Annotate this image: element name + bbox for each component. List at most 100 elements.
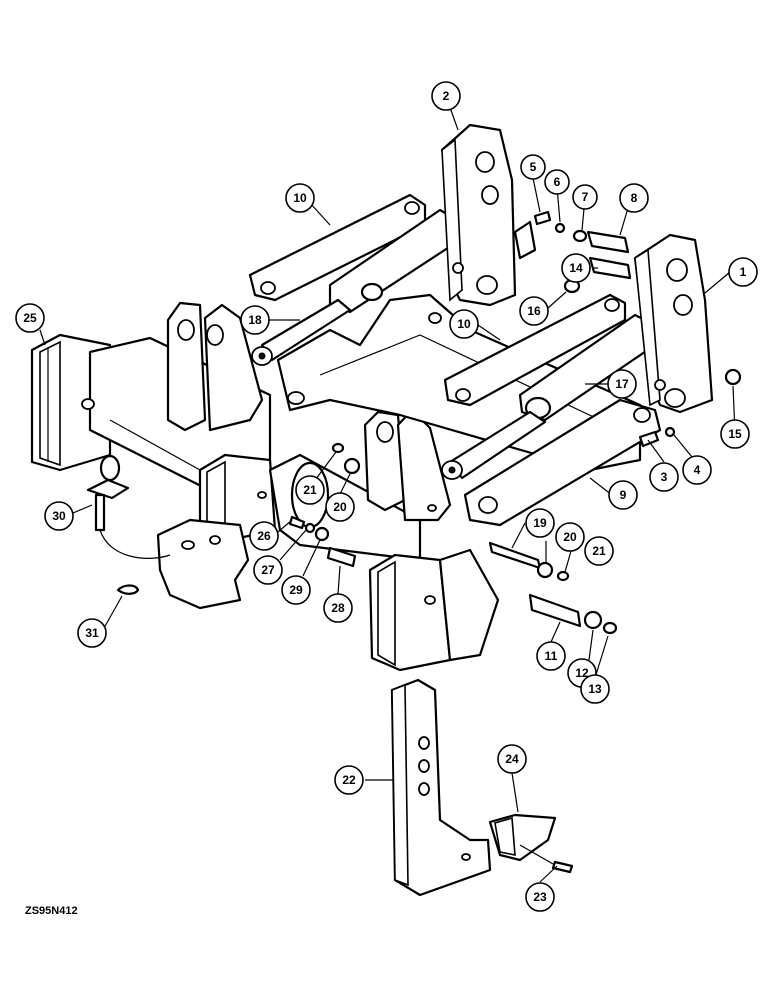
callout-circle — [285, 183, 315, 213]
callout: 6 — [544, 169, 570, 195]
callout-circle — [431, 81, 461, 111]
callout-label: 5 — [530, 160, 537, 174]
hitch-assembly — [86, 454, 250, 610]
callout: 10 — [285, 183, 315, 213]
callout: 23 — [525, 882, 555, 912]
callout-label: 8 — [631, 191, 638, 205]
callout-label: 24 — [505, 752, 519, 766]
callout: 9 — [608, 480, 638, 510]
callout-label: 17 — [615, 377, 629, 391]
callout: 11 — [536, 641, 566, 671]
callout-label: 11 — [545, 649, 558, 663]
callout-circle — [607, 369, 637, 399]
callout-label: 29 — [289, 583, 303, 597]
callout-circle — [525, 508, 555, 538]
callout: 26 — [249, 521, 279, 551]
callout-circle — [682, 455, 712, 485]
callout-circle — [497, 744, 527, 774]
hardware-items — [288, 210, 742, 635]
callout-label: 6 — [554, 175, 561, 189]
callout: 20 — [325, 492, 355, 522]
callout-circle — [608, 480, 638, 510]
callout-label: 2 — [443, 89, 450, 103]
callout-circle — [334, 765, 364, 795]
callout: 18 — [240, 305, 270, 335]
callout: 31 — [77, 618, 107, 648]
callout-label: 1 — [740, 265, 747, 279]
callout-label: 12 — [575, 666, 589, 680]
callout-label: 16 — [527, 304, 541, 318]
callout: 15 — [720, 419, 750, 449]
callout: 3 — [649, 462, 679, 492]
callout-circle — [519, 296, 549, 326]
callout: 8 — [619, 183, 649, 213]
callout: 24 — [497, 744, 527, 774]
callout-label: 23 — [533, 890, 547, 904]
callout: 20 — [555, 522, 585, 552]
callout-circle — [249, 521, 279, 551]
callout-label: 14 — [569, 261, 583, 275]
callout-circle — [619, 183, 649, 213]
callout-label: 7 — [582, 190, 589, 204]
callout-circle — [449, 309, 479, 339]
mount-bracket-2 — [440, 123, 537, 307]
callout: 28 — [323, 593, 353, 623]
callout-label: 13 — [588, 682, 602, 696]
callout-label: 22 — [342, 773, 356, 787]
callout: 1 — [728, 257, 758, 287]
callout-label: 18 — [248, 313, 262, 327]
callout-circle — [281, 575, 311, 605]
callout: 19 — [525, 508, 555, 538]
hydraulic-cylinder-left — [251, 208, 462, 366]
callout-label: 19 — [533, 516, 547, 530]
callout-label: 9 — [620, 488, 627, 502]
callout-label: 25 — [23, 311, 37, 325]
callout-circle — [580, 674, 610, 704]
callout-label: 10 — [293, 191, 307, 205]
callout: 16 — [519, 296, 549, 326]
callout: 22 — [334, 765, 364, 795]
callout-circle — [44, 501, 74, 531]
callout-circle — [520, 154, 546, 180]
callout-circle — [295, 475, 325, 505]
callout-circle — [323, 593, 353, 623]
callout-circle — [584, 536, 614, 566]
callout-circle — [15, 303, 45, 333]
callout-label: 4 — [694, 463, 701, 477]
callout-label: 21 — [592, 544, 606, 558]
callout-label: 15 — [728, 427, 742, 441]
callout-label: 20 — [563, 530, 577, 544]
callout-circle — [240, 305, 270, 335]
callout: 14 — [561, 253, 591, 283]
figure-code: ZS95N412 — [25, 905, 78, 917]
callout-circle — [77, 618, 107, 648]
callout: 30 — [44, 501, 74, 531]
callout: 21 — [295, 475, 325, 505]
upper-link-right — [443, 293, 627, 407]
callout: 5 — [520, 154, 546, 180]
callout-label: 27 — [261, 563, 275, 577]
callout: 2 — [431, 81, 461, 111]
callout: 27 — [253, 555, 283, 585]
callout-label: 30 — [52, 509, 66, 523]
callout-label: 21 — [303, 483, 317, 497]
callout: 17 — [607, 369, 637, 399]
callout: 25 — [15, 303, 45, 333]
mount-bracket-1 — [633, 233, 714, 414]
callout-circle — [561, 253, 591, 283]
callout-circle — [536, 641, 566, 671]
callout: 10 — [449, 309, 479, 339]
callout-circle — [649, 462, 679, 492]
callout: 4 — [682, 455, 712, 485]
callout-circle — [325, 492, 355, 522]
callout-circle — [572, 184, 598, 210]
callout-circle — [525, 882, 555, 912]
callout: 7 — [572, 184, 598, 210]
callout-label: 31 — [85, 626, 99, 640]
callout-circle — [728, 257, 758, 287]
callout-label: 3 — [661, 470, 668, 484]
callout-circle — [544, 169, 570, 195]
callout: 13 — [580, 674, 610, 704]
callout-circle — [720, 419, 750, 449]
